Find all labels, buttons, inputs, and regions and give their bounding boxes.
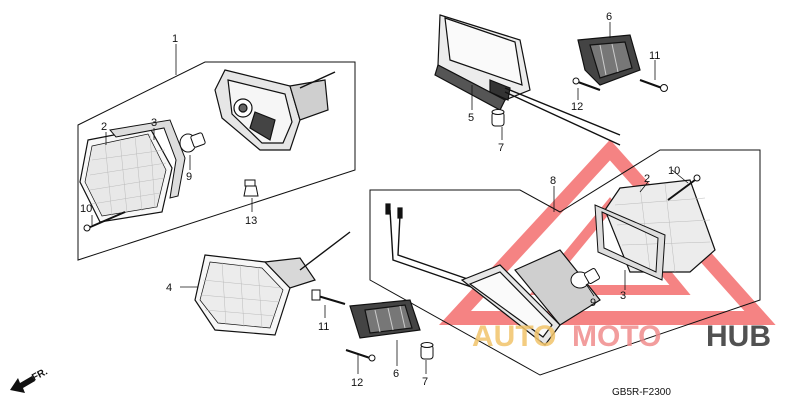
callout-3-lower-right: 3 bbox=[620, 290, 626, 302]
callout-6-upper: 6 bbox=[606, 11, 612, 23]
turn-signal-lower-left bbox=[194, 231, 351, 336]
assembly-boundary-left bbox=[77, 61, 356, 261]
callout-5: 5 bbox=[468, 112, 474, 124]
callout-6-lower: 6 bbox=[393, 368, 399, 380]
callout-11-upper: 11 bbox=[649, 50, 660, 62]
callout-11-lower: 11 bbox=[318, 321, 329, 333]
screw-12-upper bbox=[572, 77, 601, 91]
callout-labels: 1 2 3 9 10 13 4 11 12 6 7 5 7 6 11 12 8 … bbox=[80, 11, 680, 389]
leader-lines bbox=[91, 22, 689, 374]
rubber-mount-upper bbox=[577, 34, 641, 86]
collar-7-upper bbox=[491, 109, 505, 127]
bulb-lower-right bbox=[570, 268, 600, 289]
callout-4: 4 bbox=[166, 282, 172, 294]
gasket-lower-right bbox=[594, 204, 666, 281]
diagram-code: GB5R-F2300 bbox=[612, 387, 671, 398]
callout-1: 1 bbox=[172, 33, 178, 45]
front-arrow-icon bbox=[10, 376, 35, 393]
front-direction-label: FR. bbox=[30, 366, 50, 383]
callout-2-lower-right: 2 bbox=[644, 173, 650, 185]
screw-12-lower bbox=[345, 349, 376, 362]
callout-12-upper: 12 bbox=[571, 101, 583, 113]
callout-9-lower-right: 9 bbox=[590, 297, 596, 309]
bulb-upper-left bbox=[179, 132, 206, 153]
bolt-lower-right bbox=[667, 174, 701, 201]
watermark-text-moto: MOTO bbox=[572, 320, 661, 353]
callout-2-upper-left: 2 bbox=[101, 121, 107, 133]
turn-signal-lens-lower-right bbox=[604, 179, 716, 273]
callout-7-lower: 7 bbox=[422, 376, 428, 388]
front-direction-indicator: FR. bbox=[10, 366, 50, 393]
callout-10-lower-right: 10 bbox=[668, 165, 680, 177]
collar-7-lower bbox=[420, 342, 434, 360]
watermark-text-auto: AUTO bbox=[472, 320, 556, 353]
callout-12-lower: 12 bbox=[351, 377, 363, 389]
watermark-text-hub: HUB bbox=[706, 320, 771, 353]
callout-13: 13 bbox=[245, 215, 257, 227]
callout-9-upper-left: 9 bbox=[186, 171, 192, 183]
turn-signal-upper-right bbox=[434, 14, 621, 146]
rubber-mount-lower bbox=[349, 299, 421, 339]
turn-signal-lens-upper-left bbox=[79, 127, 173, 223]
bolt-11-lower bbox=[311, 289, 346, 305]
gasket-upper-left bbox=[109, 119, 186, 199]
bolt-upper-left bbox=[83, 211, 126, 232]
watermark-logo: AUTO MOTO HUB bbox=[472, 320, 771, 353]
assembly-boundary-right bbox=[369, 149, 761, 376]
turn-signal-lower-right bbox=[385, 203, 601, 346]
callout-3-upper-left: 3 bbox=[151, 117, 157, 129]
callout-7-upper: 7 bbox=[498, 142, 504, 154]
turn-signal-housing-upper-left bbox=[214, 69, 336, 151]
bolt-11-upper bbox=[639, 79, 668, 92]
nut-13 bbox=[243, 179, 259, 197]
callout-10-upper-left: 10 bbox=[80, 203, 92, 215]
callout-8: 8 bbox=[550, 175, 556, 187]
